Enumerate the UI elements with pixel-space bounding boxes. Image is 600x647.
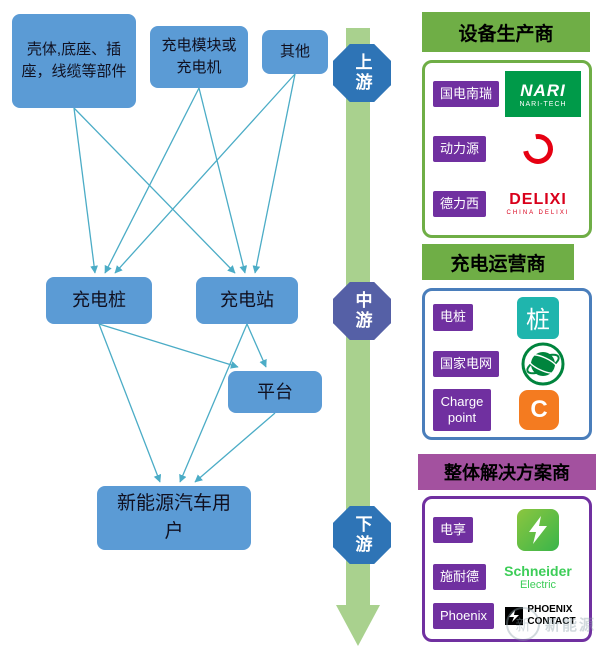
node-charging-pile: 充电桩 xyxy=(46,277,152,324)
badge-upstream-label: 上游 xyxy=(352,53,372,93)
dongliyuan-logo xyxy=(495,126,581,172)
nari-logo-text: NARI xyxy=(520,80,566,100)
badge-upstream: 上游 xyxy=(333,44,391,102)
chargepoint-logo: C xyxy=(519,390,559,431)
nari-logo-subtext: NARI-TECH xyxy=(519,100,567,108)
node-charging-module: 充电模块或充电机 xyxy=(150,26,248,88)
delixi-logo-subtext: CHINA DELIXI xyxy=(506,210,570,217)
delixi-logo-text: DELIXI xyxy=(509,191,567,209)
row-schneider: 施耐德 Schneider Electric xyxy=(433,563,581,591)
row-dongliyuan: 动力源 xyxy=(433,126,581,172)
node-ev-users: 新能源汽车用户 xyxy=(97,486,251,550)
section-title-solutions: 整体解决方案商 xyxy=(418,454,596,490)
row-dianzhuang: 电桩 桩 xyxy=(433,296,581,339)
section-box-manufacturers: 国电南瑞 NARI NARI-TECH 动力源 德力西 DELIXI CHINA… xyxy=(422,60,592,238)
dianzhuang-logo: 桩 xyxy=(517,296,559,339)
row-nari: 国电南瑞 NARI NARI-TECH xyxy=(433,71,581,118)
section-box-operators: 电桩 桩 国家电网 Charge point C xyxy=(422,288,592,440)
lightning-icon xyxy=(529,515,547,544)
row-phoenix: Phoenix PHOENIX CONTACT xyxy=(433,602,581,630)
dianxiang-logo-wrap xyxy=(495,508,581,551)
company-label-schneider: 施耐德 xyxy=(433,563,487,590)
nari-logo: NARI NARI-TECH xyxy=(505,71,581,118)
dianxiang-logo xyxy=(517,508,559,551)
node-components: 壳体,底座、插座，线缆等部件 xyxy=(12,14,136,108)
row-delixi: 德力西 DELIXI CHINA DELIXI xyxy=(433,181,581,227)
chargepoint-logo-wrap: C xyxy=(497,390,581,431)
company-label-dianxiang: 电享 xyxy=(433,516,474,544)
company-label-phoenix: Phoenix xyxy=(433,602,494,630)
phoenix-contact-text: PHOENIX CONTACT xyxy=(527,604,575,627)
state-grid-logo-wrap xyxy=(505,342,581,386)
badge-downstream-label: 下游 xyxy=(352,515,372,555)
company-label-dongliyuan: 动力源 xyxy=(433,135,487,163)
row-state-grid: 国家电网 xyxy=(433,342,581,386)
phoenix-logo-line2: CONTACT xyxy=(527,615,576,627)
company-label-chargepoint: Charge point xyxy=(433,388,491,432)
phoenix-logo-line1: PHOENIX xyxy=(527,604,573,616)
node-charging-station: 充电站 xyxy=(196,277,298,324)
badge-midstream: 中游 xyxy=(333,282,391,340)
schneider-logo-text: Schneider xyxy=(504,562,572,579)
node-platform: 平台 xyxy=(228,371,322,413)
company-label-nari: 国电南瑞 xyxy=(433,81,500,108)
dianzhuang-logo-wrap: 桩 xyxy=(495,296,581,339)
schneider-logo-subtext: Electric xyxy=(519,578,557,591)
delixi-logo: DELIXI CHINA DELIXI xyxy=(495,181,581,227)
section-title-operators: 充电运营商 xyxy=(422,244,574,280)
state-grid-logo xyxy=(521,342,565,386)
schneider-logo: Schneider Electric xyxy=(495,563,581,591)
company-label-dianzhuang: 电桩 xyxy=(433,304,474,331)
section-title-manufacturers: 设备生产商 xyxy=(422,12,590,52)
company-label-delixi: 德力西 xyxy=(433,190,487,217)
watermark-logo-icon: 新 xyxy=(505,607,540,641)
watermark: 新 新能源 xyxy=(505,607,596,641)
node-other: 其他 xyxy=(262,30,328,74)
red-swirl-icon xyxy=(517,128,559,170)
row-chargepoint: Charge point C xyxy=(433,388,581,432)
badge-downstream: 下游 xyxy=(333,506,391,564)
watermark-text: 新能源 xyxy=(544,616,596,634)
row-dianxiang: 电享 xyxy=(433,508,581,551)
badge-midstream-label: 中游 xyxy=(352,291,372,331)
company-label-state-grid: 国家电网 xyxy=(433,350,500,377)
